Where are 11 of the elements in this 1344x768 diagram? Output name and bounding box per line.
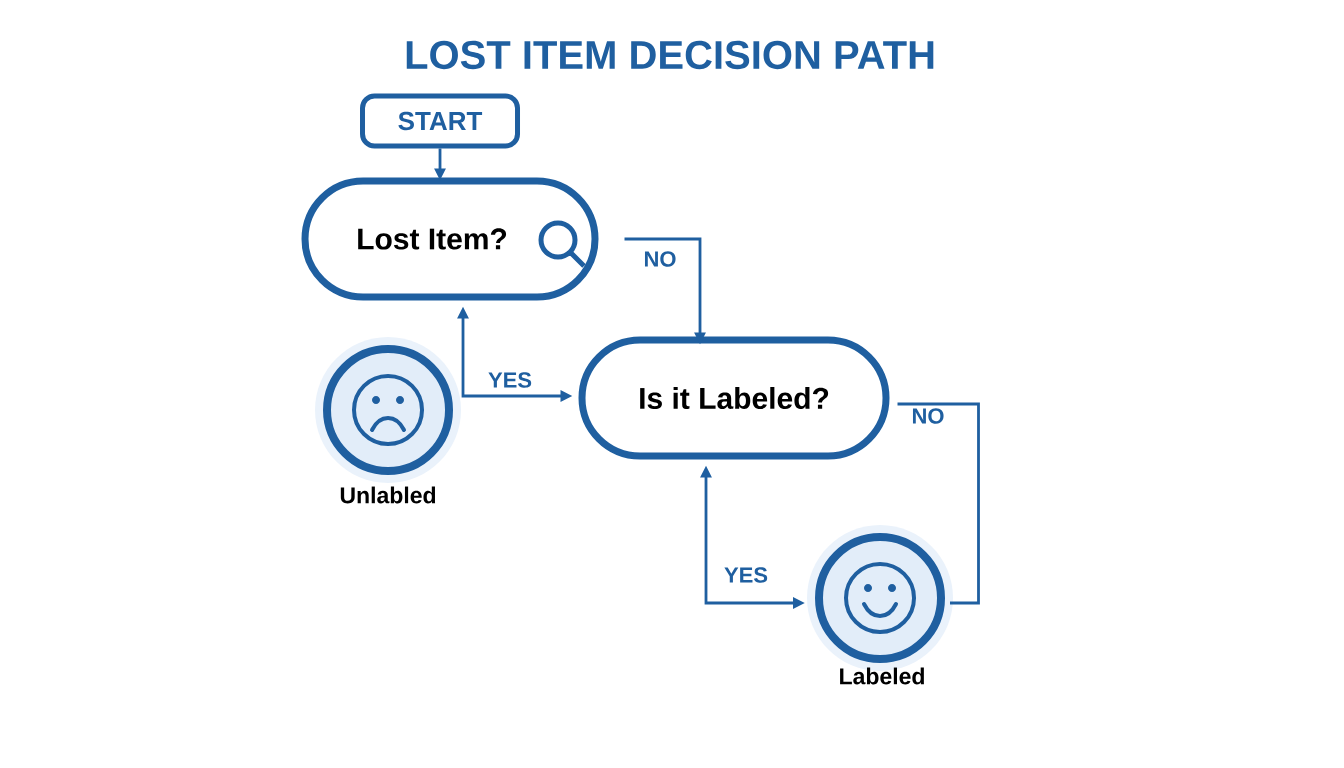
decision-box: Lost Item? (301, 177, 599, 301)
edge-label: NO (913, 408, 944, 424)
start-box: START (360, 93, 520, 149)
node-label: Labeled (840, 667, 924, 685)
edge-label: YES (488, 372, 532, 388)
circle-node (315, 337, 461, 483)
edge-label: NO (645, 251, 676, 267)
edge-label: YES (724, 567, 768, 583)
title: LOST ITEM DECISION PATH (406, 40, 934, 70)
node-label: Unlabled (340, 486, 436, 504)
decision-box: Is it Labeled? (578, 336, 890, 460)
